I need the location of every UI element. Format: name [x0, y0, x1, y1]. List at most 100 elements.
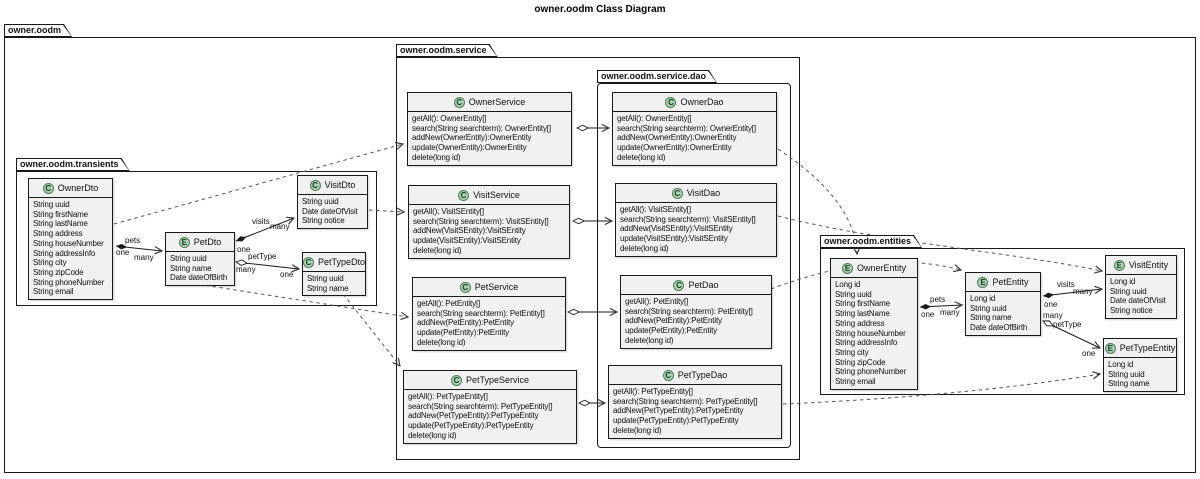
member-line: String uuid: [307, 274, 344, 283]
member-line: String uuid: [33, 200, 70, 209]
class-members: getAll(): PetEntity[]search(String searc…: [413, 297, 565, 350]
member-line: String zipCode: [835, 357, 886, 367]
class-members: getAll(): VisitSEntity[]search(String se…: [409, 205, 569, 258]
edge-label: visits: [1057, 280, 1075, 289]
member-line: addNew(OwnerEntity):OwnerEntity: [617, 133, 737, 143]
member-line: delete(long id): [613, 425, 662, 435]
member-line: String email: [33, 287, 74, 297]
package-label: owner.oodm.service.dao: [598, 71, 716, 82]
edge-label: pets: [125, 236, 140, 245]
member-line: search(String searchterm): VisitSEntity[…: [413, 216, 549, 226]
class-icon: C: [673, 279, 685, 291]
edge-pettypedto-pettypeservice: [342, 293, 400, 366]
member-line: String city: [835, 347, 869, 357]
member-line: delete(long id): [617, 152, 666, 162]
member-line: getAll(): OwnerEntity[]: [617, 114, 692, 123]
class-name: VisitDao: [686, 188, 721, 198]
class-name: VisitService: [473, 190, 520, 200]
edge-pettypedao-pettypeentity: [782, 374, 1100, 405]
class-icon: C: [459, 281, 471, 293]
member-line: delete(long id): [620, 243, 669, 253]
member-line: Date dateOfVisit: [1110, 296, 1166, 306]
member-line: String houseNumber: [835, 328, 906, 338]
package-tab-service: owner.oodm.service: [396, 44, 498, 57]
member-line: search(String searchterm): VisitSEntity[…: [620, 214, 756, 224]
class-icon: C: [309, 179, 321, 191]
member-line: String uuid: [1110, 286, 1147, 296]
member-line: addNew(VisitSEntity):VisitSEntity: [413, 226, 526, 236]
member-line: Long id: [835, 280, 861, 289]
member-line: update(VisitSEntity):VisitSEntity: [620, 234, 728, 244]
member-line: getAll(): PetEntity[]: [417, 299, 481, 308]
member-line: update(OwnerEntity):OwnerEntity: [617, 143, 732, 153]
member-line: update(PetTypeEntity):PetTypeEntity: [408, 421, 534, 431]
class-members: getAll(): VisitSEntity[]search(String se…: [616, 203, 776, 256]
class-name: PetDto: [193, 237, 222, 247]
member-line: Long id: [1110, 277, 1136, 286]
edge-card: many: [1043, 311, 1063, 320]
member-line: getAll(): PetTypeEntity[]: [408, 392, 488, 401]
edge-petdto-visitdto: [235, 218, 294, 241]
class-icon: C: [453, 96, 465, 108]
package-tab-dao: owner.oodm.service.dao: [597, 70, 717, 83]
class-name: OwnerDto: [57, 183, 99, 193]
edge-card: many: [1073, 287, 1093, 296]
member-line: getAll(): PetEntity[]: [625, 297, 689, 306]
class-icon: E: [977, 276, 989, 288]
package-label: owner.oodm.service: [397, 45, 497, 56]
member-line: Date dateOfBirth: [970, 323, 1028, 333]
member-line: addNew(PetTypeEntity):PetTypeEntity: [613, 406, 744, 416]
member-line: delete(long id): [412, 152, 461, 162]
member-line: addNew(PetTypeEntity):PetTypeEntity: [408, 411, 539, 421]
edge-petdto-petservice: [177, 280, 408, 317]
member-line: String name: [170, 263, 212, 273]
member-line: getAll(): OwnerEntity[]: [412, 114, 487, 123]
edge-ownerentity-petentity: [919, 305, 962, 307]
edge-card: many: [940, 308, 960, 317]
edge-card: many: [270, 222, 290, 231]
member-line: Date dateOfVisit: [302, 206, 358, 216]
member-line: String lastName: [33, 219, 88, 229]
package-label: owner.oodm.entities: [821, 236, 921, 247]
member-line: String firstName: [33, 209, 88, 219]
class-name: OwnerDao: [680, 97, 724, 107]
member-line: delete(long id): [625, 335, 674, 345]
member-line: String phoneNumber: [835, 367, 907, 377]
member-line: String lastName: [835, 309, 890, 319]
member-line: String city: [33, 258, 67, 268]
class-name: PetEntity: [992, 277, 1029, 287]
edge-card: one: [1082, 349, 1096, 358]
member-line: getAll(): PetTypeEntity[]: [613, 387, 693, 396]
member-line: String uuid: [170, 254, 207, 263]
member-line: String uuid: [970, 303, 1007, 313]
member-line: update(VisitSEntity):VisitSEntity: [413, 236, 521, 246]
class-icon: E: [841, 262, 853, 274]
member-line: String name: [1108, 379, 1150, 389]
member-line: delete(long id): [408, 430, 457, 440]
edge-card: one: [921, 310, 935, 319]
edge-visitdao-visitentity: [777, 215, 1102, 271]
member-line: String uuid: [1108, 369, 1145, 379]
member-line: String email: [835, 377, 876, 387]
edge-petdto-pettypedto: [236, 262, 299, 269]
edge-card: many: [236, 265, 256, 274]
member-line: addNew(PetEntity):PetEntity: [417, 318, 514, 328]
